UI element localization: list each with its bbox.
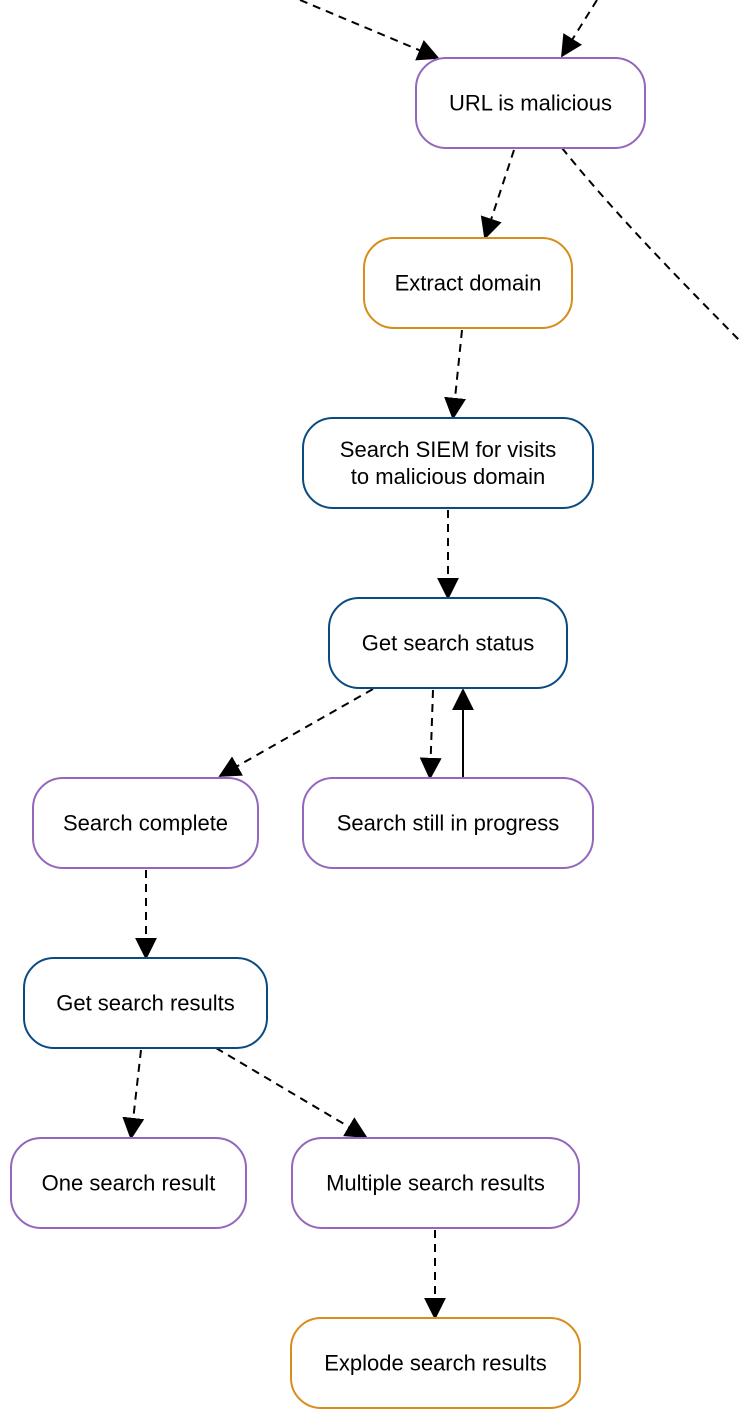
edge-url-to-extract-domain: [480, 149, 515, 240]
node-label: Extract domain: [395, 271, 542, 296]
node-box: [290, 1317, 581, 1409]
node-label: One search result: [42, 1171, 216, 1196]
node-box: [415, 57, 646, 149]
node-extract-domain: Extract domain: [363, 237, 573, 329]
edge-status-to-in-progress: [419, 689, 442, 780]
edge-results-to-one: [122, 1049, 145, 1140]
node-label: Search SIEM for visits: [340, 437, 556, 462]
node-box: [363, 237, 573, 329]
node-search-in-progress: Search still in progress: [302, 777, 594, 869]
node-label: Search complete: [63, 811, 228, 836]
node-box: [32, 777, 259, 869]
node-one-search-result: One search result: [10, 1137, 247, 1229]
node-label: Multiple search results: [326, 1171, 545, 1196]
node-label: Search still in progress: [337, 811, 560, 836]
node-url-is-malicious: URL is malicious: [415, 57, 646, 149]
node-get-search-results: Get search results: [23, 957, 268, 1049]
node-label: Get search results: [56, 991, 235, 1016]
edge-url-to-offscreen: [561, 147, 741, 343]
node-explode-search-results: Explode search results: [290, 1317, 581, 1409]
node-box: [328, 597, 568, 689]
node-box: [291, 1137, 580, 1229]
node-search-complete: Search complete: [32, 777, 259, 869]
node-label: to malicious domain: [351, 464, 545, 489]
edge-incoming-right: [561, 0, 598, 58]
edge-incoming-left: [299, 0, 440, 61]
node-label: URL is malicious: [449, 91, 612, 116]
edge-results-to-multiple: [215, 1047, 368, 1138]
node-box: [302, 417, 594, 509]
node-label: Explode search results: [324, 1351, 547, 1376]
node-box: [23, 957, 268, 1049]
edge-extract-to-search-siem: [444, 329, 466, 420]
node-multiple-search-results: Multiple search results: [291, 1137, 580, 1229]
edges-layer: [122, 0, 741, 1320]
node-box: [302, 777, 594, 869]
edge-status-to-complete: [218, 688, 374, 777]
node-label: Get search status: [362, 631, 534, 656]
node-box: [10, 1137, 247, 1229]
node-get-search-status: Get search status: [328, 597, 568, 689]
